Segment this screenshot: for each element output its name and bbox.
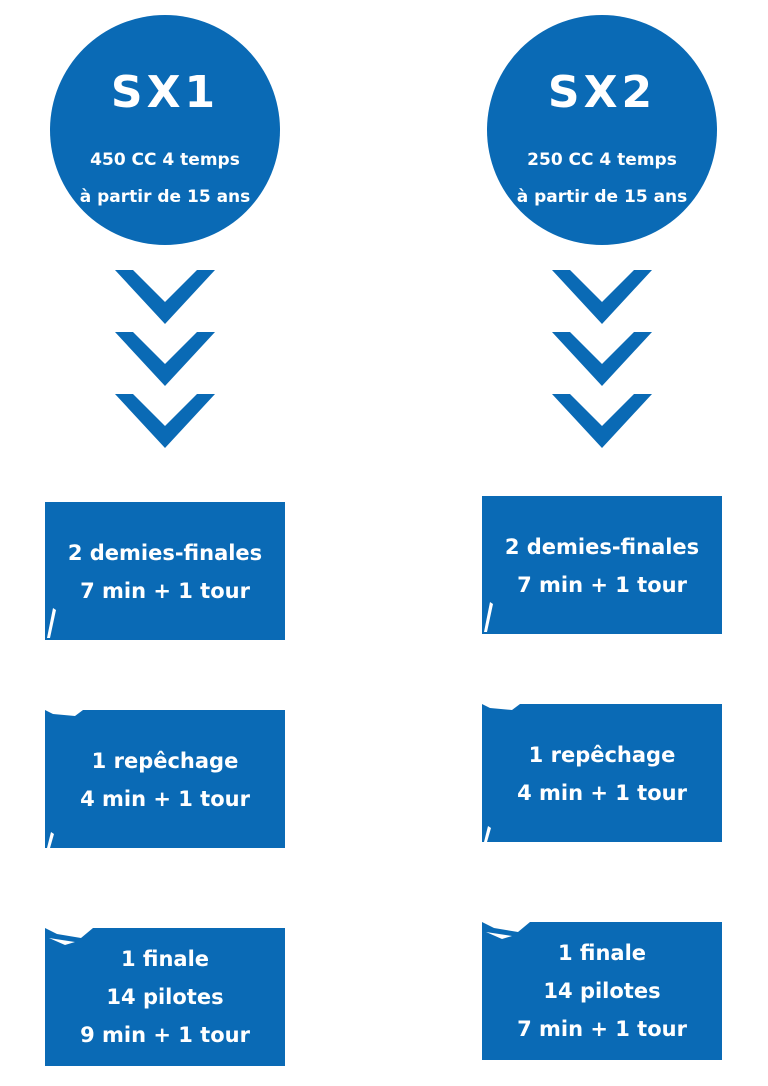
stage-title: 1 repêchage [528, 743, 676, 767]
category-column-sx2: SX2 250 CC 4 temps à partir de 15 ans 2 … [482, 0, 722, 1086]
stage-duration: 9 min + 1 tour [80, 1023, 250, 1047]
chevron-down-icon [552, 270, 652, 448]
stage-duration: 7 min + 1 tour [517, 573, 687, 597]
stage-title: 2 demies-finales [67, 541, 263, 565]
category-circle-sx1: SX1 450 CC 4 temps à partir de 15 ans [50, 15, 280, 245]
stage-duration: 7 min + 1 tour [80, 579, 250, 603]
stage-pilots: 14 pilotes [106, 985, 224, 1009]
stage-box-semifinals: 2 demies-finales 7 min + 1 tour [45, 502, 285, 640]
category-title: SX1 [110, 67, 220, 118]
stage-box-final: 1 finale 14 pilotes 7 min + 1 tour [482, 922, 722, 1060]
brush-stroke [45, 710, 83, 716]
stage-box-repechage: 1 repêchage 4 min + 1 tour [45, 710, 285, 848]
chevron-down-icon [115, 270, 215, 448]
stage-duration: 7 min + 1 tour [517, 1017, 687, 1041]
stage-title: 1 repêchage [91, 749, 239, 773]
brush-stroke [484, 602, 493, 632]
brush-stroke [484, 826, 491, 842]
stage-title: 1 finale [120, 947, 210, 971]
stage-box-final: 1 finale 14 pilotes 9 min + 1 tour [45, 928, 285, 1066]
stage-title: 2 demies-finales [504, 535, 700, 559]
brush-stroke [482, 704, 520, 710]
category-title: SX2 [547, 67, 657, 118]
category-age: à partir de 15 ans [79, 187, 251, 207]
stage-box-repechage: 1 repêchage 4 min + 1 tour [482, 704, 722, 842]
stage-duration: 4 min + 1 tour [517, 781, 687, 805]
category-column-sx1: SX1 450 CC 4 temps à partir de 15 ans 2 … [45, 0, 285, 1086]
brush-stroke [47, 608, 56, 638]
category-engine: 250 CC 4 temps [527, 150, 677, 170]
brush-stroke [47, 832, 54, 848]
stage-pilots: 14 pilotes [543, 979, 661, 1003]
category-age: à partir de 15 ans [516, 187, 688, 207]
stage-title: 1 finale [557, 941, 647, 965]
brush-stroke [482, 922, 530, 939]
stage-box-semifinals: 2 demies-finales 7 min + 1 tour [482, 496, 722, 634]
category-engine: 450 CC 4 temps [90, 150, 240, 170]
category-circle-sx2: SX2 250 CC 4 temps à partir de 15 ans [487, 15, 717, 245]
brush-stroke [45, 928, 93, 945]
stage-duration: 4 min + 1 tour [80, 787, 250, 811]
